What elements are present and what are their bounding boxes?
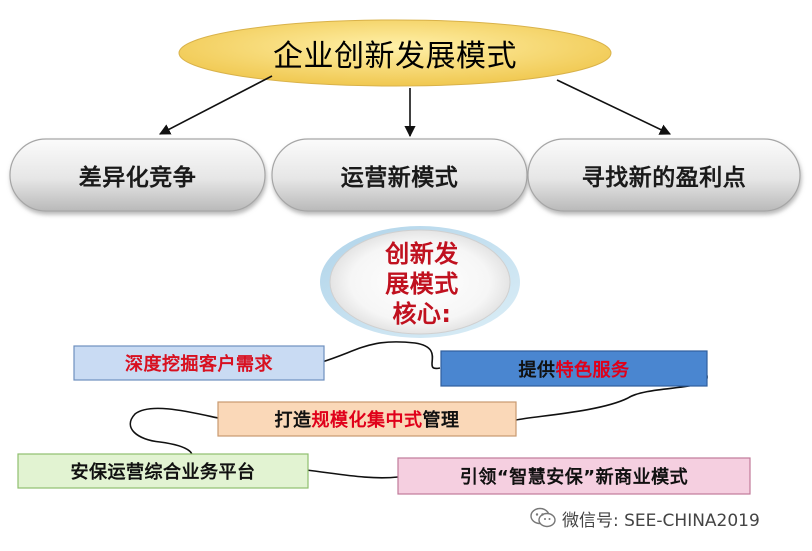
core-line-2: 展模式 bbox=[385, 270, 459, 298]
item-label-4: 安保运营综合业务平台 bbox=[70, 462, 256, 483]
connector-4-5 bbox=[305, 469, 399, 479]
item-label-2: 提供特色服务 bbox=[441, 351, 707, 386]
item-label-1: 深度挖掘客户需求 bbox=[125, 354, 273, 375]
item-2-prefix: 提供 bbox=[518, 359, 556, 381]
branch-pill-1 bbox=[9, 138, 266, 212]
item-3-suffix: 管理 bbox=[422, 410, 460, 431]
connector-1-2 bbox=[321, 341, 441, 370]
item-box-3 bbox=[217, 401, 517, 437]
core-title: 创新发 展模式 核心: bbox=[337, 232, 507, 336]
wechat-icon bbox=[530, 507, 556, 529]
item-box-5 bbox=[397, 457, 751, 495]
root-title: 企业创新发展模式 bbox=[273, 39, 517, 74]
core-line-3: 核心: bbox=[392, 300, 452, 328]
item-box-2 bbox=[440, 350, 708, 387]
branch-label-2: 运营新模式 bbox=[340, 165, 459, 191]
wechat-id-text: 微信号: SEE-CHINA2019 bbox=[562, 510, 760, 531]
item-label-5: 引领“智慧安保”新商业模式 bbox=[459, 467, 689, 488]
item-2-highlight: 特色服务 bbox=[555, 359, 630, 381]
item-label-3: 打造规模化集中式管理 bbox=[218, 402, 516, 436]
core-line-1: 创新发 bbox=[385, 240, 459, 268]
item-3-prefix: 打造 bbox=[274, 410, 312, 431]
connector-3-4 bbox=[129, 407, 219, 463]
branch-label-1: 差异化竞争 bbox=[78, 165, 197, 191]
core-badge bbox=[329, 229, 511, 335]
branch-pill-2 bbox=[271, 138, 528, 212]
root-node bbox=[178, 19, 612, 87]
branch-pill-3 bbox=[527, 138, 801, 212]
wechat-footer: 微信号: SEE-CHINA2019 bbox=[530, 504, 806, 532]
arrow-to-branch-1 bbox=[159, 75, 273, 135]
item-3-highlight: 规模化集中式 bbox=[311, 410, 423, 431]
arrow-to-branch-3 bbox=[556, 79, 672, 135]
item-box-1 bbox=[73, 345, 325, 381]
branch-label-3: 寻找新的盈利点 bbox=[581, 165, 747, 191]
item-box-4 bbox=[17, 453, 309, 489]
